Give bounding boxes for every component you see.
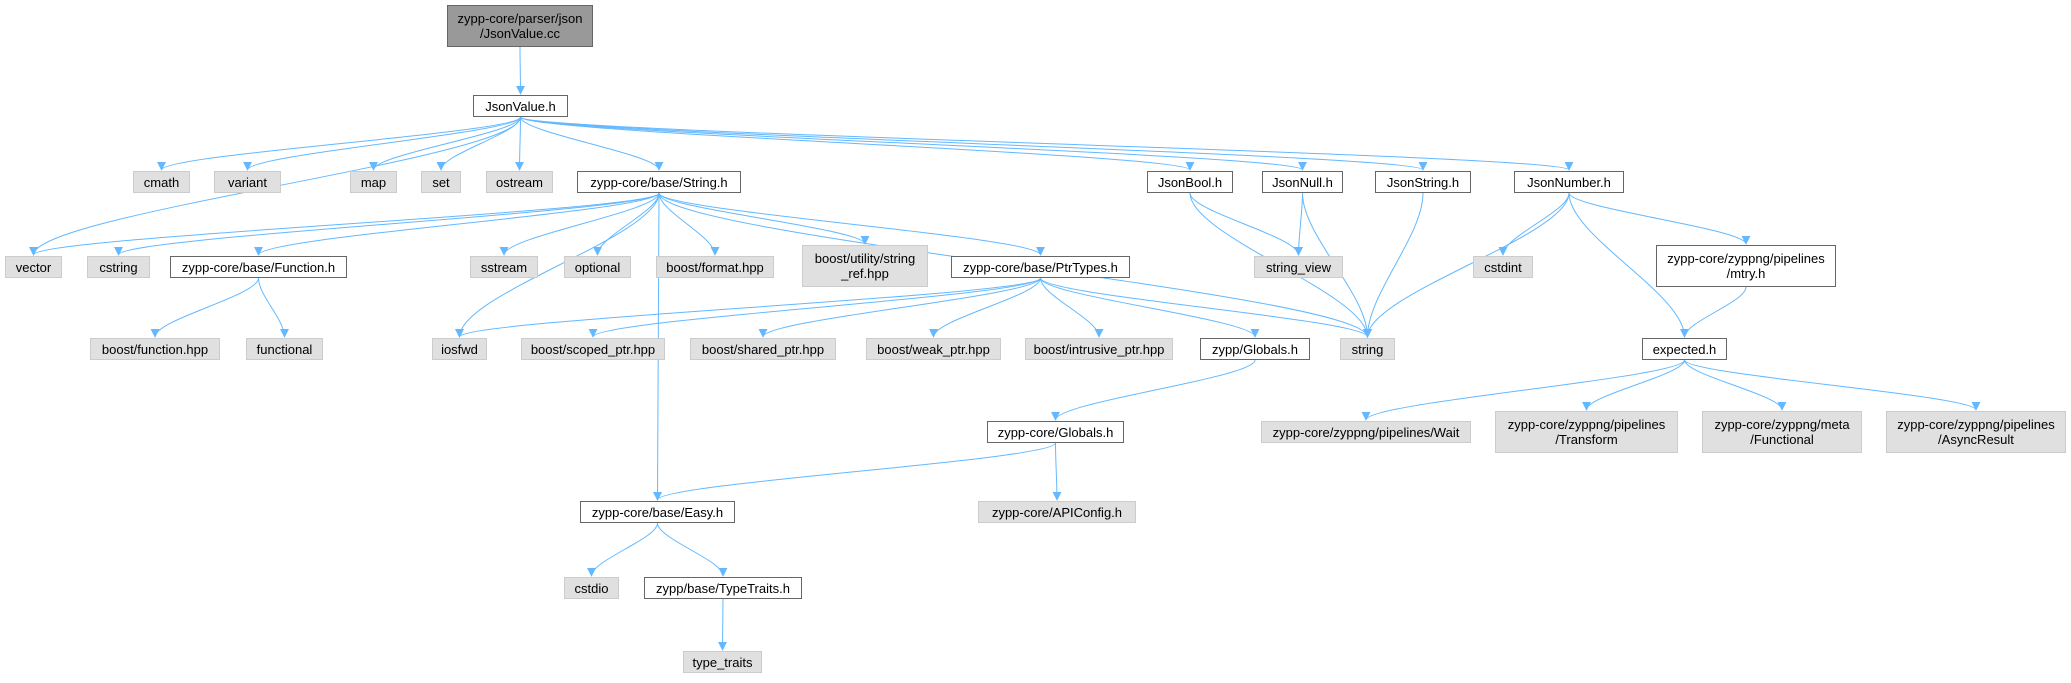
edge-mtry-h-to-expected-h: [1680, 286, 1747, 338]
edge-jsonvalue-h-to-string-h: [520, 116, 664, 171]
edge-string-h-to-iosfwd: [455, 192, 660, 338]
node-jsonvalue-h[interactable]: JsonValue.h: [473, 95, 568, 117]
edge-root-to-jsonvalue-h: [515, 46, 525, 95]
edge-jsonnumber-h-to-mtry-h: [1568, 192, 1751, 245]
node-jsonstring-h[interactable]: JsonString.h: [1375, 171, 1471, 193]
node-ptrtypes-h[interactable]: zypp-core/base/PtrTypes.h: [951, 256, 1130, 278]
edge-jsonvalue-h-to-map: [369, 116, 521, 171]
node-vector: vector: [5, 256, 62, 278]
node-boost-shared-ptr: boost/shared_ptr.hpp: [690, 338, 836, 360]
edge-ptrtypes-h-to-string: [1040, 277, 1372, 338]
edge-easy-h-to-typetraits-h: [657, 522, 728, 577]
node-core-globals-h[interactable]: zypp-core/Globals.h: [987, 421, 1124, 443]
node-function-h[interactable]: zypp-core/base/Function.h: [170, 256, 347, 278]
node-boost-weak-ptr: boost/weak_ptr.hpp: [866, 338, 1001, 360]
node-optional: optional: [564, 256, 631, 278]
edge-jsonvalue-h-to-jsonnumber-h: [520, 116, 1573, 171]
node-easy-h[interactable]: zypp-core/base/Easy.h: [580, 501, 735, 523]
edge-expected-h-to-wait: [1361, 359, 1685, 421]
node-boost-function: boost/function.hpp: [90, 338, 220, 360]
edge-function-h-to-boost-function: [150, 277, 259, 338]
node-apiconfig-h: zypp-core/APIConfig.h: [978, 501, 1136, 523]
edge-function-h-to-functional: [258, 277, 289, 338]
edge-jsonvalue-h-to-variant: [243, 116, 521, 171]
edge-jsonvalue-h-to-jsonnull-h: [520, 116, 1307, 171]
node-ostream: ostream: [486, 171, 553, 193]
edge-string-h-to-ptrtypes-h: [658, 192, 1045, 256]
node-variant: variant: [214, 171, 281, 193]
edge-typetraits-h-to-type-traits: [718, 598, 728, 651]
edge-jsonstring-h-to-string: [1363, 192, 1424, 338]
edge-string-h-to-boost-format: [658, 192, 720, 256]
edge-ptrtypes-h-to-boost-shared-ptr: [758, 277, 1041, 338]
node-jsonnull-h[interactable]: JsonNull.h: [1262, 171, 1343, 193]
edge-jsonnumber-h-to-cstdint: [1498, 192, 1570, 256]
node-wait: zypp-core/zyppng/pipelines/Wait: [1261, 421, 1471, 443]
edge-easy-h-to-cstdio: [587, 522, 658, 577]
edge-jsonvalue-h-to-jsonstring-h: [520, 116, 1428, 171]
node-typetraits-h[interactable]: zypp/base/TypeTraits.h: [644, 577, 802, 599]
edge-string-h-to-optional: [593, 192, 660, 256]
node-map: map: [350, 171, 397, 193]
node-meta-functional: zypp-core/zyppng/meta /Functional: [1702, 411, 1862, 453]
node-expected-h[interactable]: expected.h: [1642, 338, 1727, 360]
node-boost-intrusive-ptr: boost/intrusive_ptr.hpp: [1025, 338, 1173, 360]
edge-ptrtypes-h-to-zypp-globals-h: [1040, 277, 1260, 338]
edge-zypp-globals-h-to-core-globals-h: [1051, 359, 1256, 421]
node-cstdint: cstdint: [1473, 256, 1533, 278]
edge-jsonvalue-h-to-set: [436, 116, 521, 171]
node-functional: functional: [246, 338, 323, 360]
node-root[interactable]: zypp-core/parser/json /JsonValue.cc: [447, 5, 593, 47]
node-zypp-globals-h[interactable]: zypp/Globals.h: [1200, 338, 1310, 360]
edge-jsonvalue-h-to-cmath: [157, 116, 521, 171]
node-cstring: cstring: [87, 256, 150, 278]
node-jsonbool-h[interactable]: JsonBool.h: [1147, 171, 1233, 193]
node-jsonnumber-h[interactable]: JsonNumber.h: [1514, 171, 1624, 193]
node-cmath: cmath: [133, 171, 190, 193]
node-string: string: [1340, 338, 1395, 360]
edge-ptrtypes-h-to-iosfwd: [455, 277, 1041, 338]
node-string-view: string_view: [1254, 256, 1343, 278]
edge-ptrtypes-h-to-boost-intrusive-ptr: [1040, 277, 1104, 338]
node-mtry-h[interactable]: zypp-core/zyppng/pipelines /mtry.h: [1656, 245, 1836, 287]
edge-expected-h-to-meta-functional: [1684, 359, 1787, 411]
edge-expected-h-to-transform: [1582, 359, 1685, 411]
edge-jsonnumber-h-to-expected-h: [1568, 192, 1689, 338]
edge-string-h-to-vector: [29, 192, 660, 256]
node-boost-string-ref: boost/utility/string _ref.hpp: [802, 245, 928, 287]
node-string-h[interactable]: zypp-core/base/String.h: [577, 171, 741, 193]
edge-string-h-to-cstring: [114, 192, 660, 256]
node-iosfwd: iosfwd: [432, 338, 487, 360]
edge-jsonbool-h-to-string-view: [1189, 192, 1303, 256]
edge-core-globals-h-to-apiconfig-h: [1052, 442, 1062, 501]
edge-string-h-to-sstream: [499, 192, 660, 256]
edge-ptrtypes-h-to-boost-scoped-ptr: [588, 277, 1041, 338]
node-set: set: [421, 171, 461, 193]
node-type-traits: type_traits: [683, 651, 762, 673]
node-boost-scoped-ptr: boost/scoped_ptr.hpp: [521, 338, 665, 360]
edge-string-h-to-function-h: [254, 192, 660, 256]
edge-ptrtypes-h-to-boost-weak-ptr: [929, 277, 1041, 338]
node-asyncresult: zypp-core/zyppng/pipelines /AsyncResult: [1886, 411, 2066, 453]
edge-jsonvalue-h-to-ostream: [515, 116, 525, 171]
node-boost-format: boost/format.hpp: [656, 256, 774, 278]
edge-expected-h-to-asyncresult: [1684, 359, 1981, 411]
edge-jsonnumber-h-to-string: [1363, 192, 1570, 338]
node-transform: zypp-core/zyppng/pipelines /Transform: [1495, 411, 1678, 453]
node-cstdio: cstdio: [564, 577, 619, 599]
edge-jsonvalue-h-to-jsonbool-h: [520, 116, 1195, 171]
edge-core-globals-h-to-easy-h: [653, 442, 1056, 501]
node-sstream: sstream: [470, 256, 538, 278]
edge-string-h-to-boost-string-ref: [658, 192, 870, 245]
edge-jsonnull-h-to-string-view: [1294, 192, 1304, 256]
